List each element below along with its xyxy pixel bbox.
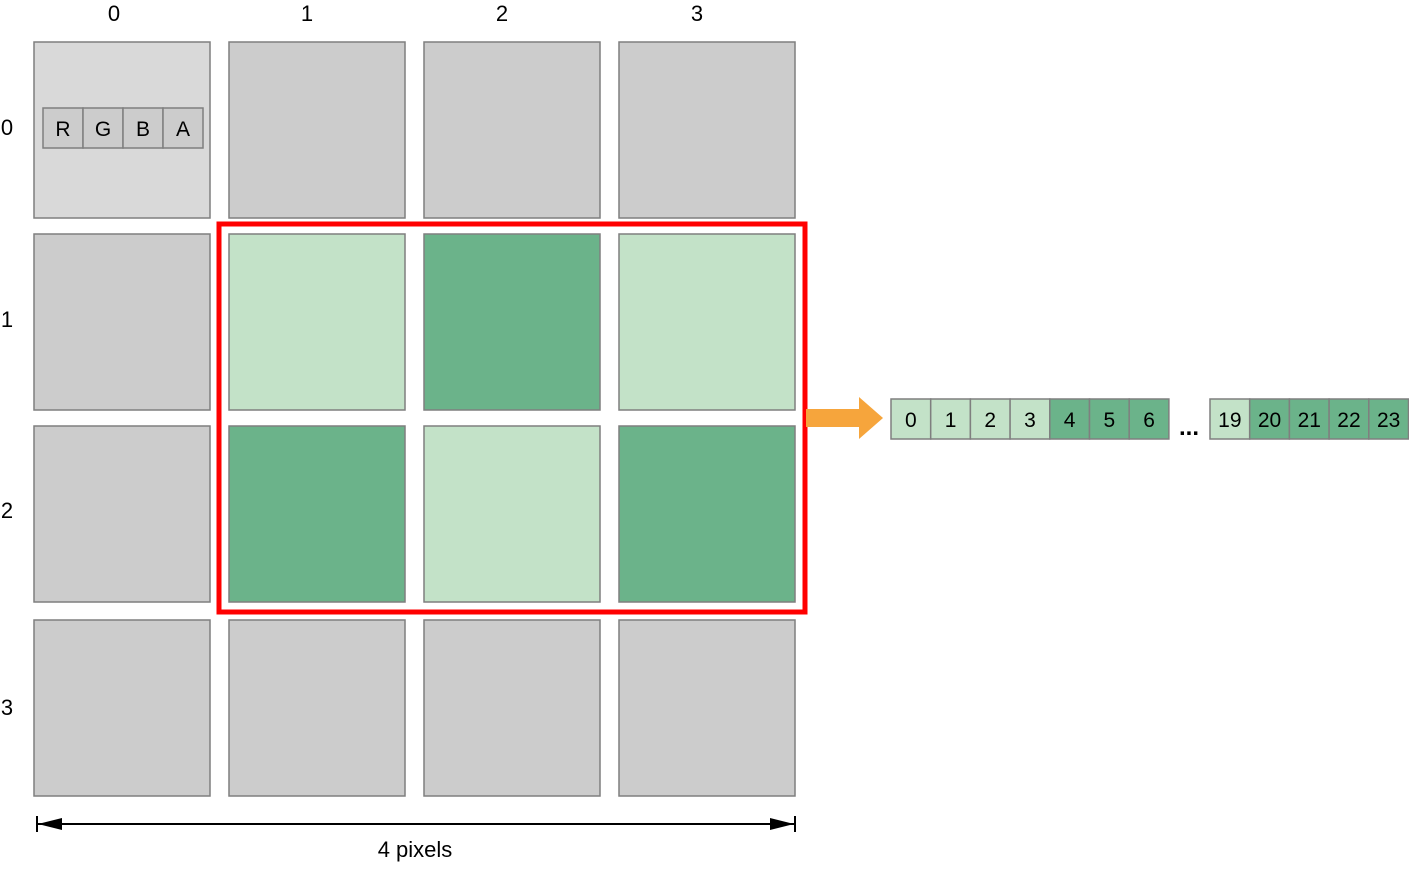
buffer-cell-label: 20 [1258,409,1281,432]
channel-cell [82,107,124,149]
pixel-grid [33,41,796,797]
column-label: 3 [691,1,703,26]
width-dimension: 4 pixels [36,816,796,862]
buffer-cell [1288,398,1330,440]
channel-label: A [176,118,190,141]
channel-label: R [55,118,70,141]
buffer-cell [1128,398,1170,440]
buffer-cell [969,398,1011,440]
row-label: 3 [1,695,13,720]
buffer-cell-label: 21 [1298,409,1321,432]
buffer-cell-label: 0 [905,409,917,432]
buffer-cell-label: 4 [1064,409,1076,432]
pixel-cell [33,233,211,411]
buffer-cell [1009,398,1051,440]
pixel-cell [618,233,796,411]
buffer-cell-label: 6 [1143,409,1155,432]
buffer-cell-label: 3 [1024,409,1036,432]
pixel-cell [423,425,601,603]
pixel-cell [423,619,601,797]
buffer-cell-label: 19 [1218,409,1241,432]
pixel-cell [423,41,601,219]
column-label: 2 [496,1,508,26]
pixel-cell [618,425,796,603]
row-labels: 0 1 2 3 [1,115,13,720]
conversion-arrow-shaft [806,409,861,427]
buffer-cell [929,398,972,440]
pixel-cell [618,41,796,219]
buffer-cell-label: 5 [1104,409,1116,432]
buffer-cell-label: 22 [1337,409,1360,432]
buffer-ellipsis: ... [1179,414,1199,441]
buffer-cell [1328,398,1370,440]
pixel-cell [228,233,406,411]
conversion-arrow-head [859,397,883,439]
buffer-cell [1088,398,1130,440]
buffer-cell [890,398,932,440]
selection-outline [216,221,808,615]
column-labels: 0 1 2 3 [108,1,703,26]
pixel-cell [33,425,211,603]
channel-label: G [95,118,111,141]
buffer-cell [1209,398,1251,440]
buffer-cell-label: 1 [945,409,957,432]
pixel-cell [423,233,601,411]
row-label: 1 [1,307,13,332]
pixel-cell [618,619,796,797]
channel-label: B [136,118,150,141]
pixel-cell [228,619,406,797]
buffer-cell-label: 23 [1377,409,1400,432]
pixel-cell [33,619,211,797]
column-label: 0 [108,1,120,26]
row-label: 2 [1,498,13,523]
pixel-cell [228,41,406,219]
row-label: 0 [1,115,13,140]
pixel-cell [228,425,406,603]
width-label: 4 pixels [378,837,453,862]
buffer-cell-label: 2 [984,409,996,432]
column-label: 1 [301,1,313,26]
channel-cell [42,107,84,149]
channel-cell [162,107,204,149]
conversion-arrow [806,397,883,439]
